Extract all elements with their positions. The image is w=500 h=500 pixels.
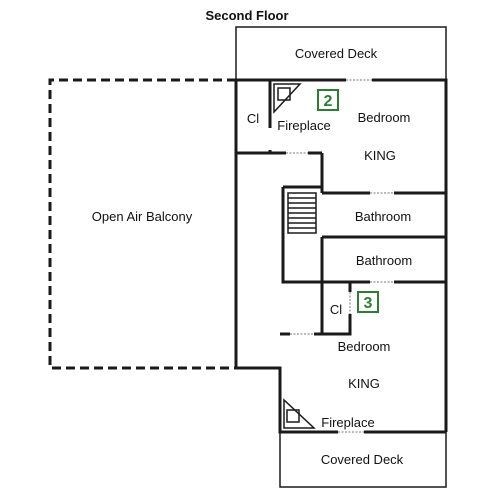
bedroom-2-badge: 2 bbox=[317, 89, 339, 111]
fireplace-bottom-label: Fireplace bbox=[321, 415, 374, 430]
fireplace-top-label: Fireplace bbox=[277, 118, 330, 133]
bed-3-label: KING bbox=[348, 376, 380, 391]
stair-treads bbox=[288, 197, 316, 229]
bedroom-2-label: Bedroom bbox=[358, 110, 411, 125]
bathroom-2-label: Bathroom bbox=[356, 253, 412, 268]
bathroom-1-label: Bathroom bbox=[355, 209, 411, 224]
bedroom-2-number: 2 bbox=[324, 93, 333, 110]
door-openings bbox=[268, 78, 394, 434]
fireplace-bottom-icon bbox=[283, 398, 316, 429]
bedroom-3-label: Bedroom bbox=[338, 339, 391, 354]
bedroom-3-number: 3 bbox=[364, 295, 373, 312]
balcony-outline bbox=[48, 78, 236, 370]
fireplace-top-icon bbox=[273, 83, 302, 114]
closet-top-label: Cl bbox=[247, 111, 259, 126]
covered-deck-bottom-label: Covered Deck bbox=[321, 452, 404, 467]
west-south-wall bbox=[234, 80, 446, 434]
bedroom-3-badge: 3 bbox=[357, 291, 379, 313]
closet-bottom-label: Cl bbox=[330, 302, 342, 317]
east-wall bbox=[236, 78, 448, 432]
bed-2-label: KING bbox=[364, 148, 396, 163]
floor-title: Second Floor bbox=[205, 8, 288, 23]
covered-deck-top-label: Covered Deck bbox=[295, 46, 378, 61]
balcony-label: Open Air Balcony bbox=[92, 209, 193, 224]
